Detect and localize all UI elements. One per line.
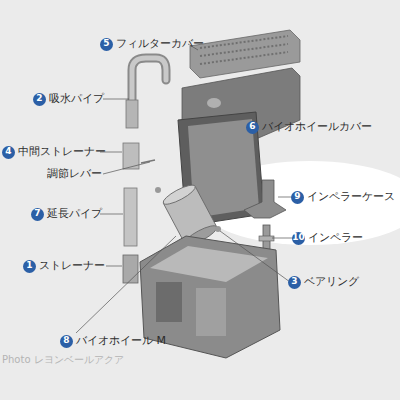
callout-circle: 7: [31, 208, 44, 221]
impeller-case: [244, 180, 286, 218]
strainer: [123, 255, 138, 283]
callout-circle: 5: [100, 38, 113, 51]
callout-number: 6: [246, 121, 259, 134]
bearing: [155, 187, 161, 193]
part-name: インペラーケース: [307, 190, 395, 204]
callout-number: 5: [100, 38, 113, 51]
body-chamber: [156, 282, 182, 322]
part-name: バイオホイールカバー: [262, 120, 372, 134]
body-top: [150, 246, 268, 282]
part-name: 中間ストレーナー: [18, 145, 106, 159]
callout-circle: 2: [33, 93, 46, 106]
body-chamber: [196, 288, 226, 336]
callout-number: 10: [292, 232, 305, 245]
impeller-blade: [259, 236, 274, 241]
callout-circle: 10: [292, 232, 305, 245]
callout-circle: 4: [2, 146, 15, 159]
part-name: 吸水パイプ: [49, 92, 104, 106]
callout-number: 3: [288, 276, 301, 289]
callout-number: 4: [2, 146, 15, 159]
leader-lines: [76, 44, 295, 333]
part-name: フィルターカバー: [116, 37, 204, 51]
part-name: インペラー: [308, 231, 363, 245]
callout-circle: 9: [291, 191, 304, 204]
part-name: 延長パイプ: [47, 207, 102, 221]
callout-number: 1: [23, 260, 36, 273]
part-name: 調節レバー: [47, 167, 102, 181]
part-name: バイオホイール M: [76, 334, 166, 348]
extension-pipe: [124, 188, 137, 246]
callout-circle: 3: [288, 276, 301, 289]
callout-circle: 8: [60, 335, 73, 348]
callout-circle: 6: [246, 121, 259, 134]
cover-vents: [200, 36, 288, 64]
part-name: ストレーナー: [39, 259, 105, 273]
callout-number: 7: [31, 208, 44, 221]
callout-circle: 1: [23, 260, 36, 273]
callout-number: 9: [291, 191, 304, 204]
callout-number: 8: [60, 335, 73, 348]
callout-number: 2: [33, 93, 46, 106]
intake-pipe-end: [126, 100, 138, 128]
watermark: Photo レヨンベールアクア: [2, 353, 124, 367]
cover-logo: [207, 98, 221, 108]
part-name: ベアリング: [304, 275, 359, 289]
